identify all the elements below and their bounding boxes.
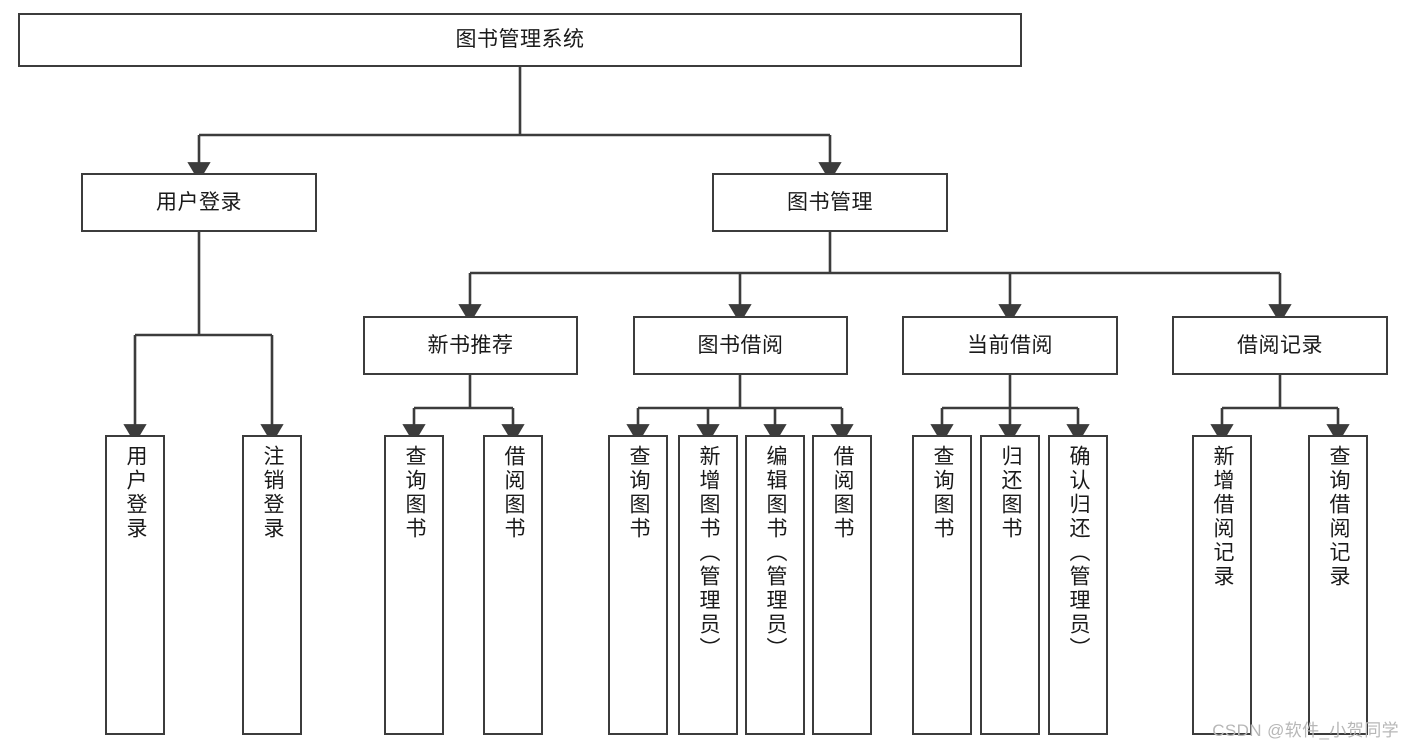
leaf-current-borrow-query-book-label: 查询图书	[931, 445, 955, 541]
leaf-borrow-record-add-record[interactable]: 新增借阅记录	[1192, 435, 1252, 735]
leaf-borrow-record-query-record-label: 查询借阅记录	[1327, 445, 1351, 589]
leaf-current-borrow-return-book[interactable]: 归还图书	[980, 435, 1040, 735]
root-to-level2-connectors	[187, 67, 842, 182]
leaf-book-borrow-query-book-label: 查询图书	[627, 445, 651, 541]
node-book-management-label: 图书管理	[787, 190, 873, 214]
leaf-user-login-login-label: 用户登录	[124, 445, 148, 541]
leaf-borrow-record-query-record[interactable]: 查询借阅记录	[1308, 435, 1368, 735]
current-borrow-to-leaves-connectors	[930, 375, 1090, 444]
node-user-login-label: 用户登录	[156, 190, 242, 214]
leaf-current-borrow-confirm-return-admin-label: 确认归还（管理员）	[1067, 445, 1091, 661]
leaf-book-borrow-borrow-book-label: 借阅图书	[831, 445, 855, 541]
node-new-book-recommend[interactable]: 新书推荐	[363, 316, 578, 375]
node-book-borrow-label: 图书借阅	[697, 333, 784, 357]
node-root-label: 图书管理系统	[455, 28, 585, 52]
leaf-book-borrow-add-book-admin[interactable]: 新增图书（管理员）	[678, 435, 738, 735]
leaf-user-login-logout[interactable]: 注销登录	[242, 435, 302, 735]
node-book-borrow[interactable]: 图书借阅	[633, 316, 848, 375]
node-current-borrow-label: 当前借阅	[967, 333, 1053, 357]
leaf-current-borrow-confirm-return-admin[interactable]: 确认归还（管理员）	[1048, 435, 1108, 735]
leaf-book-borrow-edit-book-admin-label: 编辑图书（管理员）	[764, 445, 788, 661]
leaf-book-borrow-add-book-admin-label: 新增图书（管理员）	[697, 445, 721, 661]
book-borrow-to-leaves-connectors	[626, 375, 854, 444]
node-root-library-management-system[interactable]: 图书管理系统	[18, 13, 1022, 67]
leaf-book-borrow-edit-book-admin[interactable]: 编辑图书（管理员）	[745, 435, 805, 735]
node-user-login[interactable]: 用户登录	[81, 173, 317, 232]
leaf-current-borrow-query-book[interactable]: 查询图书	[912, 435, 972, 735]
leaf-current-borrow-return-book-label: 归还图书	[999, 445, 1023, 541]
leaf-book-borrow-borrow-book[interactable]: 借阅图书	[812, 435, 872, 735]
leaf-new-book-borrow-book-label: 借阅图书	[502, 445, 526, 541]
node-borrow-record[interactable]: 借阅记录	[1172, 316, 1388, 375]
leaf-user-login-login[interactable]: 用户登录	[105, 435, 165, 735]
new-book-to-leaves-connectors	[402, 375, 525, 444]
leaf-user-login-logout-label: 注销登录	[261, 445, 285, 541]
node-new-book-recommend-label: 新书推荐	[427, 333, 514, 357]
leaf-new-book-borrow-book[interactable]: 借阅图书	[483, 435, 543, 735]
user-login-to-leaves-connectors	[123, 232, 284, 444]
node-current-borrow[interactable]: 当前借阅	[902, 316, 1118, 375]
book-manage-to-level3-connectors	[458, 232, 1292, 324]
leaf-new-book-query-book-label: 查询图书	[403, 445, 427, 541]
leaf-book-borrow-query-book[interactable]: 查询图书	[608, 435, 668, 735]
leaf-borrow-record-add-record-label: 新增借阅记录	[1211, 445, 1235, 589]
borrow-record-to-leaves-connectors	[1210, 375, 1350, 444]
node-book-management[interactable]: 图书管理	[712, 173, 948, 232]
node-borrow-record-label: 借阅记录	[1237, 333, 1323, 357]
leaf-new-book-query-book[interactable]: 查询图书	[384, 435, 444, 735]
